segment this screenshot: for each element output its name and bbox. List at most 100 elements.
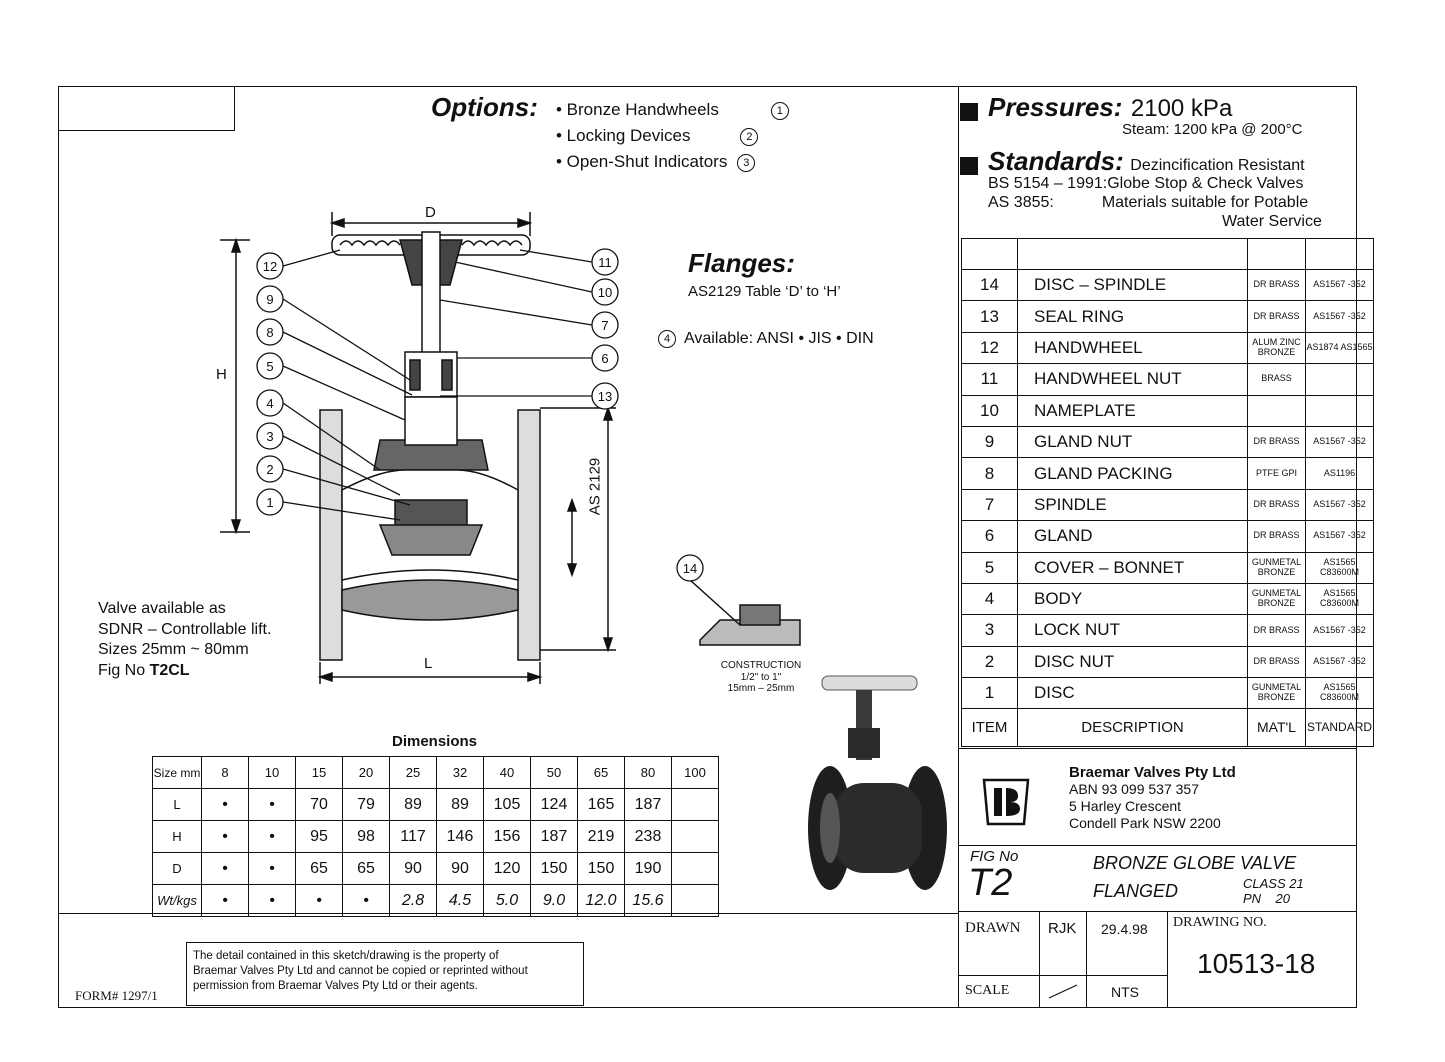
dimensions-cell: 2.8	[389, 884, 437, 917]
construction-note: CONSTRUCTION 1/2" to 1" 15mm – 25mm	[720, 660, 802, 694]
parts-cell-std	[1305, 394, 1374, 427]
parts-cell-std	[1305, 363, 1374, 396]
dim-h-label: H	[216, 366, 227, 383]
drawn-div-3	[1167, 911, 1168, 1008]
callout-9: 9	[266, 292, 273, 307]
drawn-top-line	[958, 911, 1357, 912]
dimensions-cell: 156	[483, 820, 531, 853]
callout-3: 3	[266, 429, 273, 444]
parts-cell-mat: BRASS	[1247, 363, 1306, 396]
parts-blank-row	[961, 238, 1374, 270]
callout-10: 10	[598, 285, 612, 300]
standard-bs: BS 5154 – 1991:Globe Stop & Check Valves	[988, 175, 1304, 192]
pn-rating: PN 20	[1243, 891, 1290, 906]
callout-4: 4	[266, 396, 273, 411]
dimensions-cell: 65	[295, 852, 343, 885]
parts-cell-mat: GUNMETAL BRONZE	[1247, 582, 1306, 616]
dimensions-cell: 150	[530, 852, 578, 885]
dimensions-cell: •	[248, 884, 296, 917]
parts-cell-desc: SPINDLE	[1017, 488, 1248, 522]
dimensions-cell: 105	[483, 788, 531, 821]
dim-l-label: L	[424, 655, 433, 672]
parts-cell-mat	[1247, 394, 1306, 427]
parts-cell-std: AS1567 -352	[1305, 488, 1374, 522]
parts-cell-no: 7	[961, 488, 1018, 522]
parts-cell-std: AS1874 AS1565	[1305, 331, 1374, 365]
dimensions-cell: H	[152, 820, 202, 853]
parts-cell-desc: DISC	[1017, 677, 1248, 710]
parts-cell-no: 8	[961, 457, 1018, 490]
scale-value: NTS	[1111, 984, 1139, 1000]
parts-cell-desc: LOCK NUT	[1017, 614, 1248, 647]
parts-cell-desc: BODY	[1017, 582, 1248, 616]
dimensions-header-cell: 100	[671, 756, 719, 789]
class-rating: CLASS 21	[1243, 876, 1304, 891]
dimensions-header-cell: 15	[295, 756, 343, 789]
callout-6: 6	[601, 351, 608, 366]
parts-cell-std: AS1565 C83600M	[1305, 551, 1374, 584]
dimensions-cell: •	[201, 852, 249, 885]
dimensions-cell: •	[248, 820, 296, 853]
dimensions-cell: •	[248, 852, 296, 885]
fig-no-label: FIG No	[970, 848, 1019, 865]
braemar-logo	[982, 778, 1030, 826]
drawing-no-label: DRAWING NO.	[1173, 915, 1267, 930]
dimensions-cell: •	[201, 884, 249, 917]
callout-5: 5	[266, 359, 273, 374]
parts-header-row: ITEM DESCRIPTION MAT'L STANDARD	[961, 708, 1374, 748]
dimensions-cell: 4.5	[436, 884, 484, 917]
dimensions-header-cell: 8	[201, 756, 249, 789]
parts-cell-no: 12	[961, 331, 1018, 365]
dimensions-cell: 95	[295, 820, 343, 853]
dimensions-cell: •	[295, 884, 343, 917]
parts-cell-desc: DISC NUT	[1017, 645, 1248, 679]
parts-cell-mat: DR BRASS	[1247, 268, 1306, 302]
callout-1: 1	[266, 495, 273, 510]
callout-circle: 1	[770, 101, 789, 120]
dimensions-cell: 150	[577, 852, 625, 885]
parts-cell-mat: GUNMETAL BRONZE	[1247, 551, 1306, 584]
parts-cell-mat: DR BRASS	[1247, 614, 1306, 647]
parts-cell-desc: DISC – SPINDLE	[1017, 268, 1248, 302]
scale-slash	[1048, 984, 1078, 999]
title-top-line	[958, 845, 1357, 846]
drawn-mid-line	[958, 975, 1167, 976]
parts-cell-std: AS1567 -352	[1305, 645, 1374, 679]
parts-cell-no: 11	[961, 363, 1018, 396]
parts-cell-mat: DR BRASS	[1247, 425, 1306, 459]
parts-cell-std: AS1567 -352	[1305, 425, 1374, 459]
dimensions-cell: 238	[624, 820, 672, 853]
dimensions-cell	[671, 820, 719, 853]
dimensions-header-cell: 50	[530, 756, 578, 789]
bullet-square-icon	[960, 102, 978, 121]
parts-cell-std: AS1565 C83600M	[1305, 677, 1374, 710]
parts-cell-desc: SEAL RING	[1017, 300, 1248, 333]
parts-cell-std: AS1565 C83600M	[1305, 582, 1374, 616]
form-number: FORM# 1297/1	[75, 988, 158, 1003]
company-info: Braemar Valves Pty Ltd ABN 93 099 537 35…	[1069, 764, 1236, 831]
dimensions-cell: 90	[389, 852, 437, 885]
parts-cell-std: AS1567 -352	[1305, 268, 1374, 302]
dimensions-cell: 5.0	[483, 884, 531, 917]
dimensions-cell: •	[248, 788, 296, 821]
parts-cell-desc: GLAND PACKING	[1017, 457, 1248, 490]
dimensions-title: Dimensions	[392, 733, 478, 750]
standard-as: AS 3855:Materials suitable for Potable	[988, 194, 1309, 211]
dimensions-cell: 219	[577, 820, 625, 853]
parts-cell-desc: HANDWHEEL NUT	[1017, 363, 1248, 396]
dimensions-cell: 187	[624, 788, 672, 821]
parts-cell-mat: DR BRASS	[1247, 645, 1306, 679]
parts-cell-no: 1	[961, 677, 1018, 710]
